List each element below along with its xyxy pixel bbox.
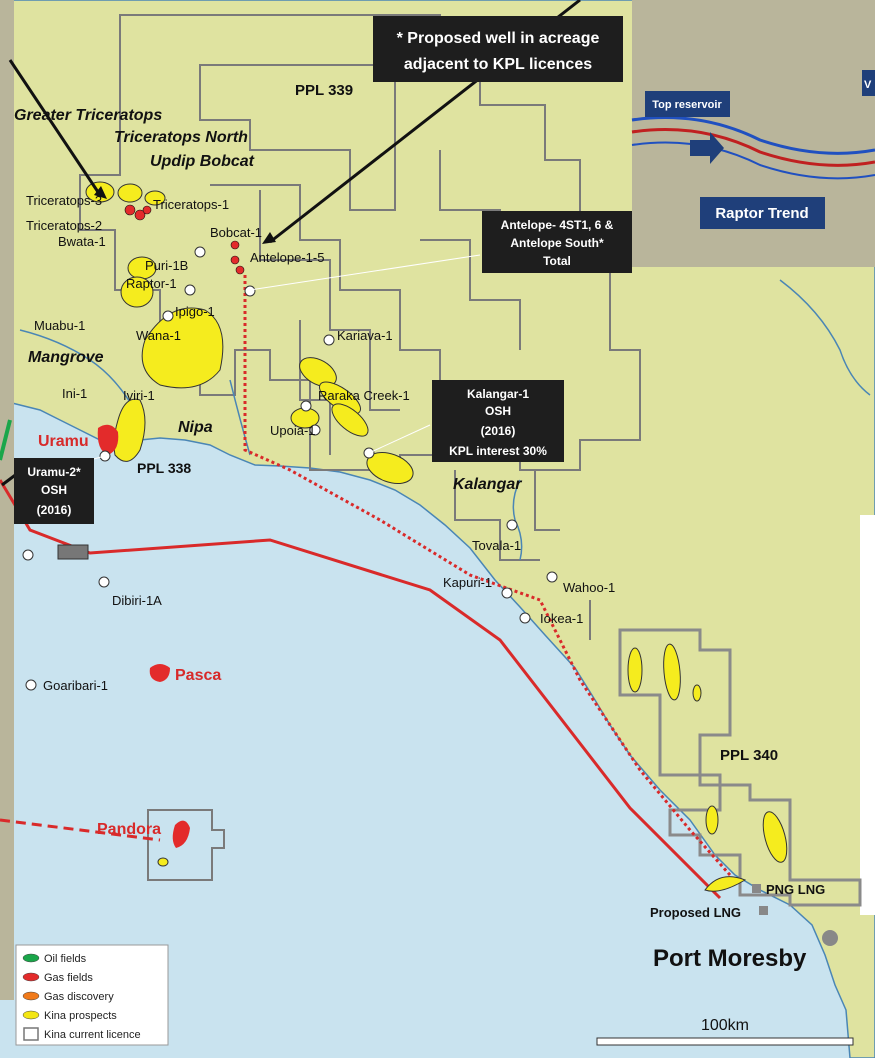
- antelope-well-icon: [244, 285, 256, 297]
- port-moresby-icon: [822, 930, 838, 946]
- dibiri1a-label: Dibiri-1A: [112, 593, 162, 608]
- pandora-gas-field: [172, 820, 190, 848]
- legend-swatch: [22, 1010, 40, 1020]
- well-clusters: [124, 204, 245, 275]
- top-reservoir-label: Top reservoir: [652, 99, 722, 111]
- ppl338-label: PPL 338: [137, 460, 191, 476]
- mangrove-prospect: [141, 307, 224, 389]
- legend-label: Gas discovery: [44, 991, 114, 1003]
- nipa-label: Nipa: [178, 419, 213, 436]
- triceratops3-label: Triceratops-3: [26, 193, 102, 208]
- existing-pipeline: [0, 479, 722, 900]
- kalangar-label: Kalangar: [453, 476, 522, 493]
- arrowheads: [94, 186, 276, 244]
- kalangar-text-2: OSH: [485, 404, 511, 418]
- kalangar-callout: Kalangar-1 OSH (2016) KPL interest 30%: [432, 380, 564, 462]
- ipigo1-label: Ipigo-1: [175, 304, 215, 319]
- proposed-lng-icon: [759, 906, 768, 915]
- legend-label: Oil fields: [44, 953, 87, 965]
- triceratops2-label: Triceratops-2: [26, 218, 102, 233]
- arrow-right-icon: [690, 132, 724, 164]
- kariava1-label: Kariava-1: [337, 328, 393, 343]
- pasca-gas-field: [149, 664, 170, 682]
- puri1b-label: Puri-1B: [145, 258, 188, 273]
- raptor1-label: Raptor-1: [126, 276, 177, 291]
- legend-swatch: [22, 991, 40, 1001]
- legend-swatch: [23, 1027, 39, 1041]
- muabu1-label: Muabu-1: [34, 318, 85, 333]
- prospects: [85, 181, 788, 892]
- legend-label: Kina current licence: [44, 1029, 141, 1041]
- ppl340-outline: [618, 628, 862, 907]
- scale-bar: 100km: [596, 1017, 854, 1046]
- seismic-inset: Top reservoir Raptor Trend V: [631, 0, 875, 267]
- licence-outlines: [79, 14, 862, 907]
- uramu-callout: Uramu-2* OSH (2016): [14, 458, 94, 524]
- pandora-licence-outline: [147, 809, 225, 881]
- kalangar-text-1: Kalangar-1: [467, 387, 529, 401]
- scale-bar-label: 100km: [701, 1017, 749, 1034]
- bwata1-label: Bwata-1: [58, 234, 106, 249]
- proposed-pipeline-onshore: [243, 275, 732, 876]
- kalangar-text-3: (2016): [481, 424, 516, 438]
- ini1-label: Ini-1: [62, 386, 87, 401]
- iokea1-label: Iokea-1: [540, 611, 583, 626]
- wana1-label: Wana-1: [136, 328, 181, 343]
- offshore-platform-icon: [57, 544, 89, 560]
- antelope-text-2: Antelope South*: [510, 236, 604, 250]
- proposed-pipeline-pandora: [0, 818, 161, 842]
- well-symbols: [22, 246, 558, 691]
- proposed-well-callout: * Proposed well in acreage adjacent to K…: [373, 16, 623, 82]
- antelope-text-1: Antelope- 4ST1, 6 &: [501, 218, 614, 232]
- proposed-well-text-1: * Proposed well in acreage: [397, 30, 600, 47]
- pasca-label: Pasca: [175, 667, 221, 684]
- triceratops-north-label: Triceratops North: [114, 129, 248, 146]
- iviri1-label: Iviri-1: [123, 388, 155, 403]
- antelope-text-3: Total: [543, 254, 571, 268]
- png-lng-label: PNG LNG: [766, 882, 825, 897]
- uramu-gas-field: [97, 424, 119, 455]
- pandora-label: Pandora: [97, 821, 161, 838]
- gas-fields: [97, 424, 190, 848]
- legend-swatch: [22, 972, 40, 982]
- seismic-partial-label: V: [864, 79, 872, 91]
- rivers: [19, 279, 871, 561]
- port-moresby-label: Port Moresby: [653, 945, 807, 972]
- proposed-well-text-2: adjacent to KPL licences: [404, 56, 592, 73]
- tovala1-label: Tovala-1: [472, 538, 521, 553]
- raraka-creek1-label: Raraka Creek-1: [318, 388, 410, 403]
- ppl339-label: PPL 339: [295, 82, 353, 99]
- bobcat1-label: Bobcat-1: [210, 225, 262, 240]
- proposed-lng-label: Proposed LNG: [650, 905, 741, 920]
- antelope-callout: Antelope- 4ST1, 6 & Antelope South* Tota…: [482, 211, 632, 273]
- upoia1-label: Upoia-1: [270, 423, 316, 438]
- legend-label: Kina prospects: [44, 1010, 117, 1022]
- uramu-text-2: OSH: [41, 483, 67, 497]
- uramu-label: Uramu: [38, 433, 89, 450]
- side-panel-edge: [860, 515, 875, 915]
- triceratops1-label: Triceratops-1: [153, 197, 229, 212]
- antelope15-label: Antelope-1-5: [250, 250, 324, 265]
- uramu-text-1: Uramu-2*: [27, 465, 81, 479]
- kapuri1-label: Kapuri-1: [443, 575, 492, 590]
- updip-bobcat-label: Updip Bobcat: [150, 153, 255, 170]
- seismic-strip-left: [0, 0, 14, 1000]
- raptor-trend-label: Raptor Trend: [715, 205, 808, 222]
- legend-swatch: [22, 953, 40, 963]
- ppl340-label: PPL 340: [720, 747, 778, 764]
- goaribari1-label: Goaribari-1: [43, 678, 108, 693]
- png-lng-icon: [752, 884, 761, 893]
- legend-label: Gas fields: [44, 972, 93, 984]
- wahoo1-label: Wahoo-1: [563, 580, 615, 595]
- kalangar-text-4: KPL interest 30%: [449, 444, 547, 458]
- mangrove-label: Mangrove: [28, 349, 104, 366]
- pipelines: [0, 275, 732, 900]
- uramu-text-3: (2016): [37, 503, 72, 517]
- greater-triceratops-label: Greater Triceratops: [14, 107, 162, 124]
